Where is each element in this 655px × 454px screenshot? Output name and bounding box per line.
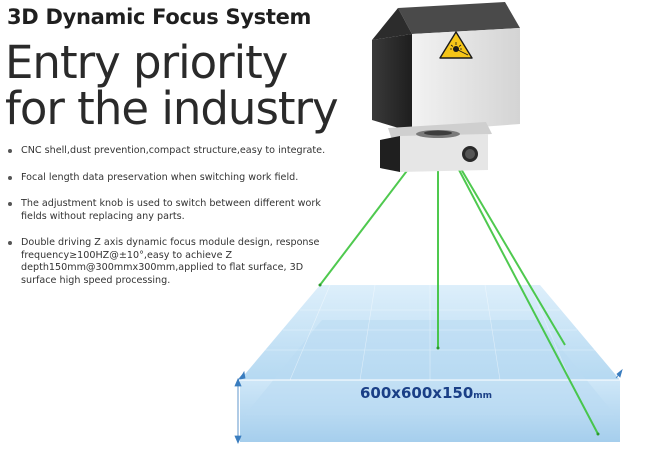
headline: Entry priority for the industry bbox=[5, 36, 339, 135]
bullet-dot-icon bbox=[8, 149, 12, 153]
headline-line-1: Entry priority bbox=[5, 36, 288, 89]
feature-text: Focal length data preservation when swit… bbox=[21, 171, 299, 183]
work-field-volume bbox=[240, 284, 620, 442]
page-title: 3D Dynamic Focus System bbox=[7, 5, 312, 29]
work-volume-value: 600x600x150 bbox=[360, 384, 474, 402]
feature-item: CNC shell,dust prevention,compact struct… bbox=[8, 145, 338, 158]
work-volume-unit: mm bbox=[473, 391, 493, 401]
laser-warning-icon bbox=[439, 31, 473, 59]
bullet-dot-icon bbox=[8, 175, 12, 180]
galvo-head-device bbox=[372, 2, 520, 172]
height-dimension-arrow bbox=[234, 368, 623, 445]
feature-item: Focal length data preservation when swit… bbox=[8, 172, 338, 185]
feature-item: Double driving Z axis dynamic focus modu… bbox=[8, 237, 338, 287]
feature-list: CNC shell,dust prevention,compact struct… bbox=[8, 145, 338, 303]
feature-text: CNC shell,dust prevention,compact struct… bbox=[21, 145, 326, 156]
bullet-dot-icon bbox=[8, 202, 12, 206]
bullet-dot-icon bbox=[8, 241, 12, 245]
work-volume-label: 600x600x150mm bbox=[360, 384, 492, 402]
headline-line-2: for the industry bbox=[5, 82, 339, 135]
feature-text: The adjustment knob is used to switch be… bbox=[21, 198, 321, 222]
feature-item: The adjustment knob is used to switch be… bbox=[8, 198, 338, 223]
feature-text: Double driving Z axis dynamic focus modu… bbox=[21, 237, 320, 286]
